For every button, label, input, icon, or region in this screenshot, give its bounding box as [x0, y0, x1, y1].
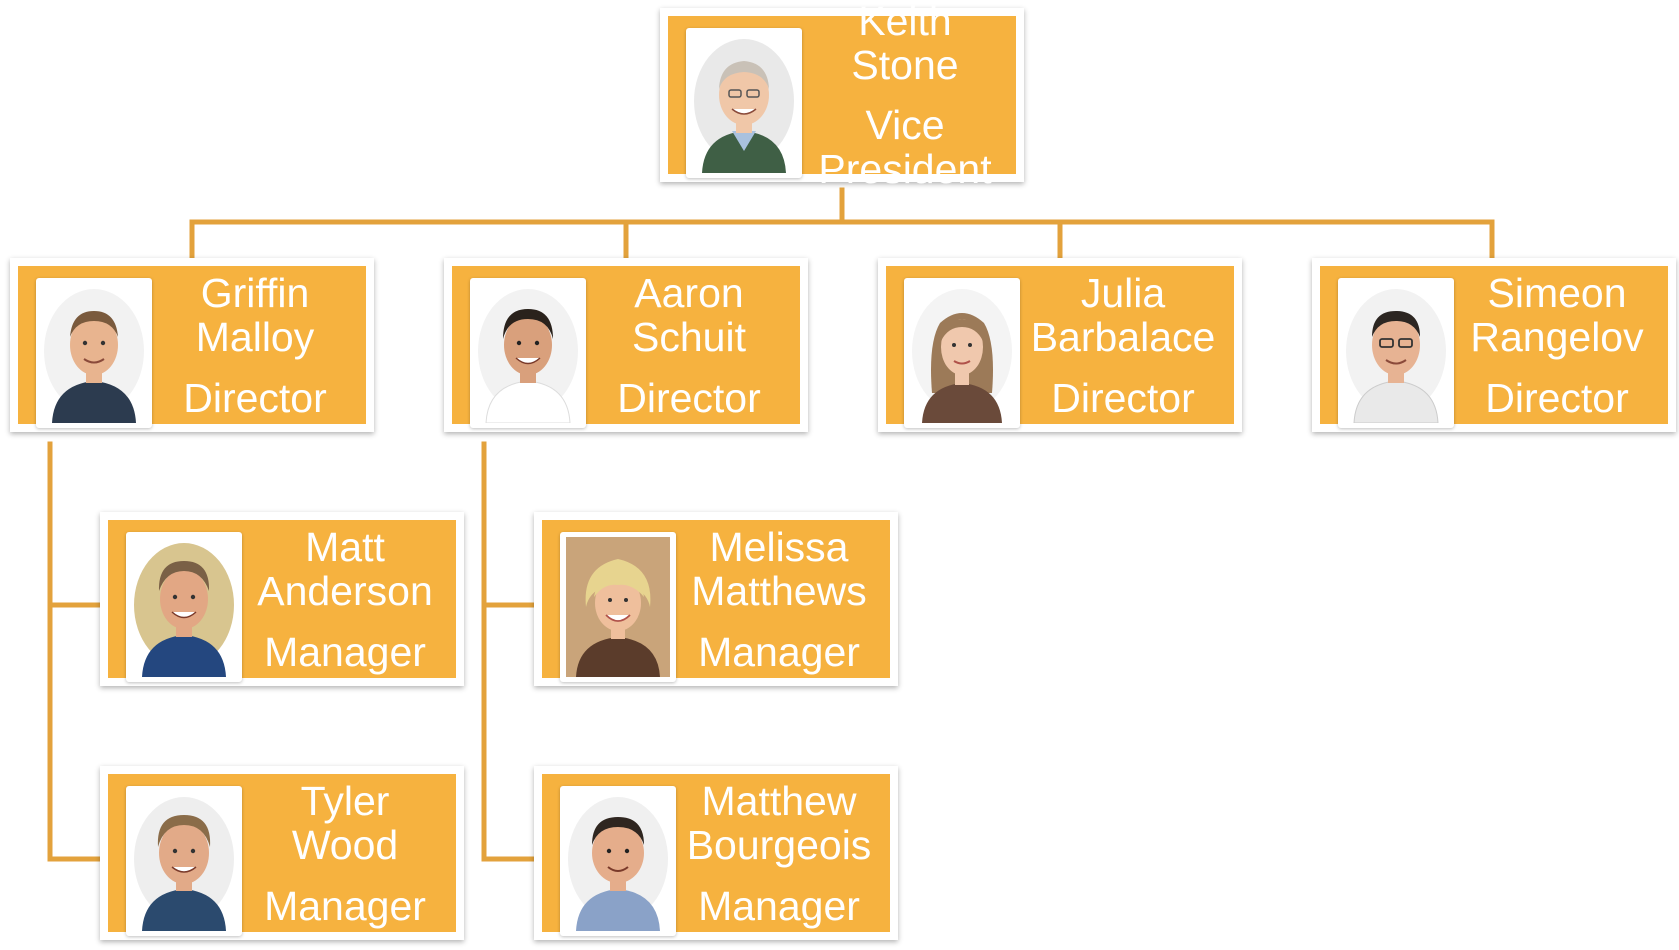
person-role: Director: [1051, 374, 1195, 421]
avatar-photo-julia: [912, 289, 1012, 423]
org-card-melissa-matthews[interactable]: Melissa Matthews Manager: [534, 512, 898, 686]
card-text: Simeon Rangelov Director: [1454, 269, 1660, 420]
card-background: Matthew Bourgeois Manager: [542, 774, 890, 936]
person-role: Director: [183, 374, 327, 421]
person-role: Manager: [698, 882, 860, 929]
person-name: Simeon Rangelov: [1470, 269, 1644, 360]
card-background: Julia Barbalace Director: [886, 266, 1234, 428]
avatar: [904, 278, 1020, 428]
person-name: Aaron Schuit: [632, 269, 746, 360]
avatar: [126, 532, 242, 682]
card-background: Matt Anderson Manager: [108, 520, 456, 682]
avatar: [1338, 278, 1454, 428]
avatar: [560, 532, 676, 682]
person-name: Julia Barbalace: [1030, 269, 1216, 360]
card-background: Tyler Wood Manager: [108, 774, 456, 936]
card-background: Keith Stone Vice President: [668, 0, 1016, 191]
org-card-tyler-wood[interactable]: Tyler Wood Manager: [100, 766, 464, 940]
avatar-photo-aaron: [478, 289, 578, 423]
card-background: Melissa Matthews Manager: [542, 520, 890, 682]
card-text: Tyler Wood Manager: [242, 777, 448, 928]
person-name: Griffin Malloy: [195, 269, 315, 360]
person-role: Vice President: [818, 102, 992, 192]
avatar: [36, 278, 152, 428]
card-text: Keith Stone Vice President: [802, 0, 1008, 191]
avatar: [470, 278, 586, 428]
avatar-photo-tyler: [134, 797, 234, 931]
avatar: [686, 28, 802, 178]
card-text: Julia Barbalace Director: [1020, 269, 1226, 420]
person-role: Director: [1485, 374, 1629, 421]
person-role: Manager: [698, 628, 860, 675]
avatar-photo-matthew: [568, 797, 668, 931]
org-card-griffin-malloy[interactable]: Griffin Malloy Director: [10, 258, 374, 432]
card-text: Aaron Schuit Director: [586, 269, 792, 420]
avatar-photo-simeon: [1346, 289, 1446, 423]
avatar-photo-griffin: [44, 289, 144, 423]
person-name: Melissa Matthews: [691, 523, 867, 614]
avatar-photo-matt: [134, 543, 234, 677]
org-card-keith-stone[interactable]: Keith Stone Vice President: [660, 0, 1024, 191]
card-text: Matthew Bourgeois Manager: [676, 777, 882, 928]
person-name: Matthew Bourgeois: [686, 777, 872, 868]
org-card-julia-barbalace[interactable]: Julia Barbalace Director: [878, 258, 1242, 432]
avatar: [560, 786, 676, 936]
avatar: [126, 786, 242, 936]
avatar-photo-keith: [694, 39, 794, 173]
person-name: Keith Stone: [851, 0, 959, 88]
person-name: Matt Anderson: [257, 523, 433, 614]
card-text: Melissa Matthews Manager: [676, 523, 882, 674]
person-role: Director: [617, 374, 761, 421]
card-background: Griffin Malloy Director: [18, 266, 366, 428]
avatar-photo-melissa: [566, 537, 670, 677]
org-card-simeon-rangelov[interactable]: Simeon Rangelov Director: [1312, 258, 1676, 432]
org-card-aaron-schuit[interactable]: Aaron Schuit Director: [444, 258, 808, 432]
card-background: Simeon Rangelov Director: [1320, 266, 1668, 428]
org-card-matthew-bourgeois[interactable]: Matthew Bourgeois Manager: [534, 766, 898, 940]
card-text: Griffin Malloy Director: [152, 269, 358, 420]
org-card-matt-anderson[interactable]: Matt Anderson Manager: [100, 512, 464, 686]
card-text: Matt Anderson Manager: [242, 523, 448, 674]
person-name: Tyler Wood: [291, 777, 399, 868]
person-role: Manager: [264, 628, 426, 675]
person-role: Manager: [264, 882, 426, 929]
card-background: Aaron Schuit Director: [452, 266, 800, 428]
